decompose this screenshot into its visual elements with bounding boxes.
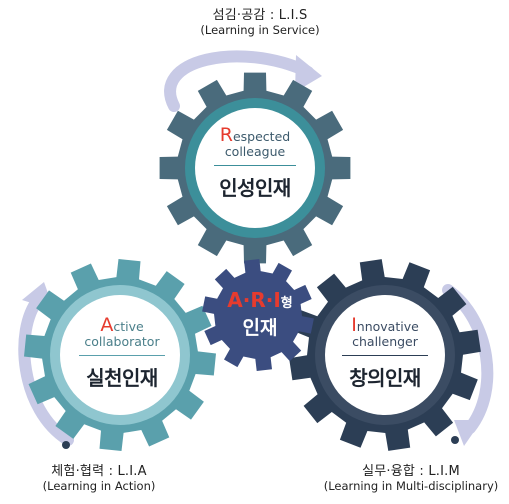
respected-korean: 인성인재 bbox=[219, 176, 291, 200]
innovative-role: Innovative bbox=[351, 314, 419, 336]
gear-icon bbox=[159, 72, 351, 264]
active-gear-text: Active collaborator 실천인재 bbox=[66, 314, 178, 391]
center-label: A·R·I형 인재 bbox=[215, 288, 305, 340]
lim-label: 실무·융합 : L.I.M (Learning in Multi-discipl… bbox=[316, 460, 506, 493]
lim-subtitle: (Learning in Multi-disciplinary) bbox=[323, 479, 499, 493]
divider bbox=[342, 355, 428, 356]
respected-role-line2: colleague bbox=[224, 144, 286, 159]
active-role-line2: collaborator bbox=[84, 334, 160, 349]
lis-label: 섬김·공감 : L.I.S (Learning in Service) bbox=[180, 4, 340, 37]
innovative-gear-text: Innovative challenger 창의인재 bbox=[330, 314, 440, 391]
respected-gear-text: Respected colleague 인성인재 bbox=[203, 124, 307, 201]
active-korean: 실천인재 bbox=[86, 366, 158, 390]
lis-subtitle: (Learning in Service) bbox=[200, 23, 320, 37]
gear-icon bbox=[202, 259, 314, 371]
divider bbox=[79, 355, 165, 356]
ari-text: A·R·I bbox=[227, 288, 281, 312]
innovative-korean: 창의인재 bbox=[349, 366, 421, 390]
lim-title: 실무·융합 : L.I.M bbox=[362, 464, 460, 479]
lia-label: 체험·협력 : L.I.A (Learning in Action) bbox=[24, 460, 174, 493]
center-korean: 인재 bbox=[242, 317, 278, 339]
curved-arrow-icon bbox=[164, 50, 322, 112]
divider bbox=[214, 165, 296, 166]
lis-title: 섬김·공감 : L.I.S bbox=[212, 8, 308, 23]
hyeong-text: 형 bbox=[280, 296, 293, 311]
respected-role: Respected bbox=[219, 124, 291, 146]
innovative-role-line2: challenger bbox=[352, 334, 418, 349]
lia-title: 체험·협력 : L.I.A bbox=[51, 464, 147, 479]
active-role: Active bbox=[100, 314, 144, 336]
lia-subtitle: (Learning in Action) bbox=[42, 479, 156, 493]
